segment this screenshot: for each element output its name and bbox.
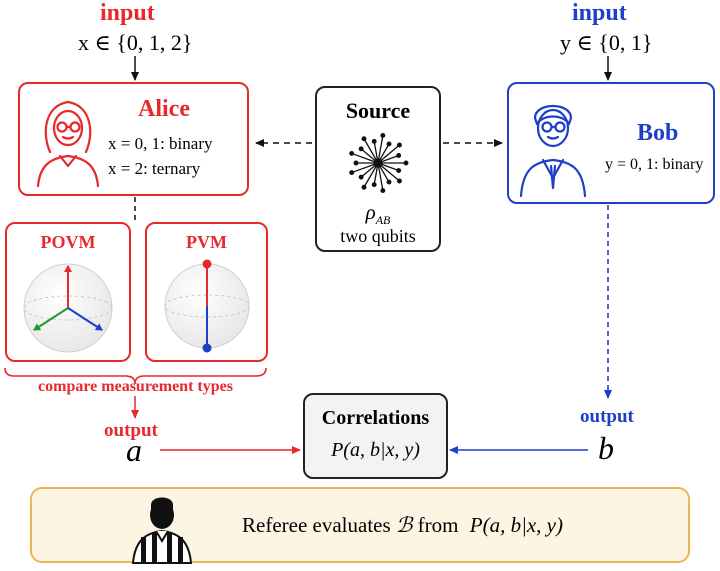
alice-name: Alice bbox=[138, 96, 190, 122]
bob-line-1: y = 0, 1: binary bbox=[605, 156, 704, 173]
referee-text: Referee evaluates ℬ from P(a, b|x, y) bbox=[242, 513, 563, 538]
pvm-label: PVM bbox=[186, 232, 227, 252]
source-desc: two qubits bbox=[340, 226, 416, 246]
povm-label: POVM bbox=[40, 232, 96, 252]
source-burst-icon bbox=[349, 132, 409, 194]
alice-input-label: input bbox=[100, 0, 155, 26]
correlations-formula: P(a, b|x, y) bbox=[331, 439, 420, 461]
pvm-box: PVM bbox=[145, 222, 268, 362]
bob-input-set: y ∈ {0, 1} bbox=[560, 30, 653, 55]
alice-output-var: a bbox=[126, 432, 142, 468]
referee-symbol: ℬ bbox=[395, 513, 413, 537]
alice-line-2: x = 2: ternary bbox=[108, 159, 201, 178]
alice-box: Alice x = 0, 1: binary x = 2: ternary bbox=[18, 82, 249, 196]
referee-icon bbox=[131, 497, 193, 564]
povm-box: POVM bbox=[5, 222, 131, 362]
bob-name: Bob bbox=[637, 120, 679, 146]
correlations-box: Correlations P(a, b|x, y) bbox=[303, 393, 448, 479]
correlations-title: Correlations bbox=[321, 407, 430, 429]
bob-box: Bob y = 0, 1: binary bbox=[507, 82, 715, 204]
bob-input-label: input bbox=[572, 0, 627, 26]
compare-label: compare measurement types bbox=[38, 378, 233, 395]
referee-box: Referee evaluates ℬ from P(a, b|x, y) bbox=[30, 487, 690, 564]
source-state: ρAB bbox=[365, 200, 391, 228]
bob-output-var: b bbox=[598, 430, 614, 466]
source-box: Source ρAB two qubits bbox=[315, 86, 441, 252]
bob-output-label: output bbox=[580, 406, 634, 427]
referee-text-mid: from bbox=[417, 513, 459, 537]
alice-avatar-icon bbox=[36, 100, 100, 188]
povm-bloch-sphere-icon bbox=[23, 263, 113, 353]
alice-output-label: output bbox=[104, 420, 158, 441]
bob-avatar-icon bbox=[519, 105, 587, 198]
source-title: Source bbox=[345, 98, 411, 123]
referee-text-prefix: Referee evaluates bbox=[242, 513, 391, 537]
alice-input-set: x ∈ {0, 1, 2} bbox=[78, 30, 193, 55]
alice-line-1: x = 0, 1: binary bbox=[108, 134, 213, 153]
pvm-bloch-sphere-icon bbox=[164, 259, 250, 353]
referee-formula: P(a, b|x, y) bbox=[469, 513, 563, 537]
measurement-brace bbox=[4, 367, 267, 385]
